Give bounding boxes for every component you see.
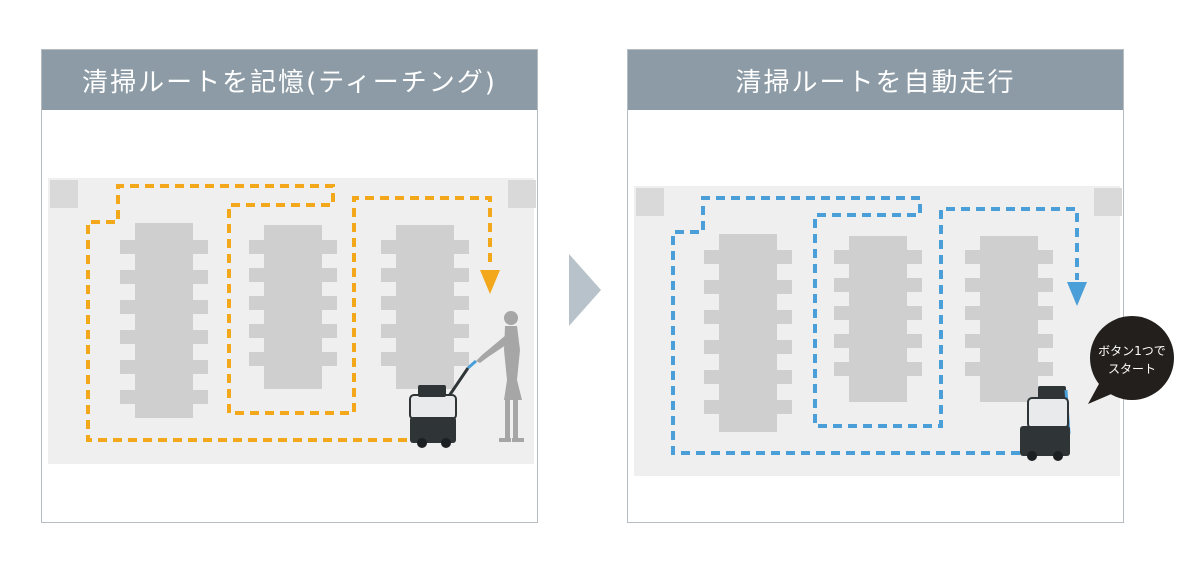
teaching-floor-diagram (48, 178, 536, 464)
table-group-1 (120, 223, 208, 418)
teaching-panel-title: 清掃ルートを記憶(ティーチング) (82, 67, 497, 98)
autonomous-floor-diagram (634, 186, 1122, 476)
corner-block (508, 180, 536, 208)
corner-block (50, 180, 78, 208)
autonomous-panel: 清掃ルートを自動走行 (627, 49, 1174, 523)
transition-arrow-icon (569, 254, 601, 326)
table-group-3 (965, 236, 1053, 402)
teaching-panel-header: 清掃ルートを記憶(ティーチング) (42, 50, 537, 110)
teaching-route-path (86, 184, 492, 442)
teaching-route-arrowhead (480, 270, 500, 294)
cleaning-robot-manual (409, 359, 477, 448)
start-button-speech-bubble: ボタン1つで スタート (1088, 316, 1174, 404)
operator-person-silhouette (476, 311, 524, 442)
table-group-2 (249, 225, 337, 389)
autonomous-route-arrowhead (1067, 282, 1087, 306)
cleaning-robot-autonomous (1020, 386, 1071, 461)
table-group-3 (381, 225, 469, 389)
corner-block (636, 188, 664, 216)
autonomous-panel-header: 清掃ルートを自動走行 (628, 50, 1123, 110)
table-group-2 (834, 236, 922, 402)
teaching-panel: 清掃ルートを記憶(ティーチング) (41, 49, 538, 523)
corner-block (1094, 188, 1122, 216)
speech-bubble-line-2: スタート (1108, 362, 1156, 376)
autonomous-panel-title: 清掃ルートを自動走行 (735, 67, 1016, 98)
speech-bubble-line-1: ボタン1つで (1098, 344, 1166, 358)
table-group-1 (704, 234, 792, 432)
